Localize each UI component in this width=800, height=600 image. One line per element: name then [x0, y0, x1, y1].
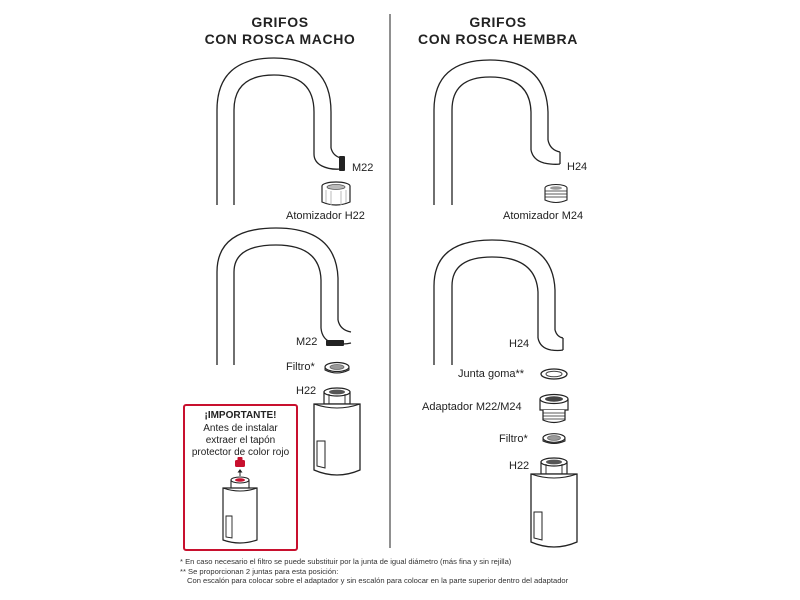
- footnote-2: ** Se proporcionan 2 juntas para esta po…: [180, 566, 339, 576]
- red-protective-cap-icon: [235, 457, 245, 467]
- right-column-title: GRIFOS CON ROSCA HEMBRA: [378, 14, 618, 48]
- filter-housing-small-icon: [222, 476, 258, 544]
- label-m22-top: M22: [352, 162, 374, 174]
- rubber-gasket-icon: [540, 368, 568, 380]
- faucet-spout-left-bottom: [216, 227, 352, 365]
- left-title-line2: CON ROSCA MACHO: [204, 31, 356, 47]
- adapter-m22-m24-icon: [539, 393, 569, 424]
- important-notice-box: ¡IMPORTANTE! Antes de instalar extraer e…: [183, 404, 298, 551]
- label-atomizador-h22: Atomizador H22: [286, 210, 365, 222]
- filter-left-icon: [324, 361, 350, 374]
- label-adaptador: Adaptador M22/M24: [422, 401, 522, 413]
- left-column-title: GRIFOS CON ROSCA MACHO: [160, 14, 400, 48]
- important-title: ¡IMPORTANTE!: [204, 410, 277, 421]
- label-filtro-left: Filtro*: [286, 361, 315, 373]
- spout-thread-left-top: [339, 156, 345, 171]
- footnote-1: * En caso necesario el filtro se puede s…: [180, 557, 512, 566]
- removal-arrow-icon: [237, 469, 243, 476]
- label-m22-bottom: M22: [296, 336, 318, 348]
- footnotes: * En caso necesario el filtro se puede s…: [180, 557, 780, 586]
- label-h22-right: H22: [509, 460, 530, 472]
- right-title-line1: GRIFOS: [469, 14, 527, 30]
- footnote-3: Con escalón para colocar sobre el adapta…: [187, 576, 569, 585]
- filter-housing-left-icon: [313, 387, 361, 476]
- label-junta-goma: Junta goma**: [458, 368, 525, 380]
- right-title-line2: CON ROSCA HEMBRA: [418, 31, 578, 47]
- label-atomizador-m24: Atomizador M24: [503, 210, 584, 222]
- important-line-1: Antes de instalar: [203, 423, 278, 434]
- label-h24-top: H24: [567, 161, 588, 173]
- important-line-3: protector de color rojo: [191, 447, 290, 458]
- faucet-spout-left-top: [216, 57, 342, 205]
- faucet-spout-right-top: [433, 59, 561, 205]
- important-line-2: extraer el tapón: [205, 435, 276, 446]
- label-filtro-right: Filtro*: [499, 433, 528, 445]
- filter-right-icon: [542, 433, 566, 444]
- label-h22-left: H22: [296, 385, 317, 397]
- aerator-h22-icon: [321, 181, 351, 206]
- filter-housing-right-icon: [530, 457, 578, 548]
- aerator-m24-icon: [544, 183, 568, 204]
- faucet-spout-right-bottom: [433, 239, 564, 365]
- left-title-line1: GRIFOS: [251, 14, 309, 30]
- spout-thread-left-bottom: [326, 340, 344, 346]
- label-h24-bottom: H24: [509, 338, 530, 350]
